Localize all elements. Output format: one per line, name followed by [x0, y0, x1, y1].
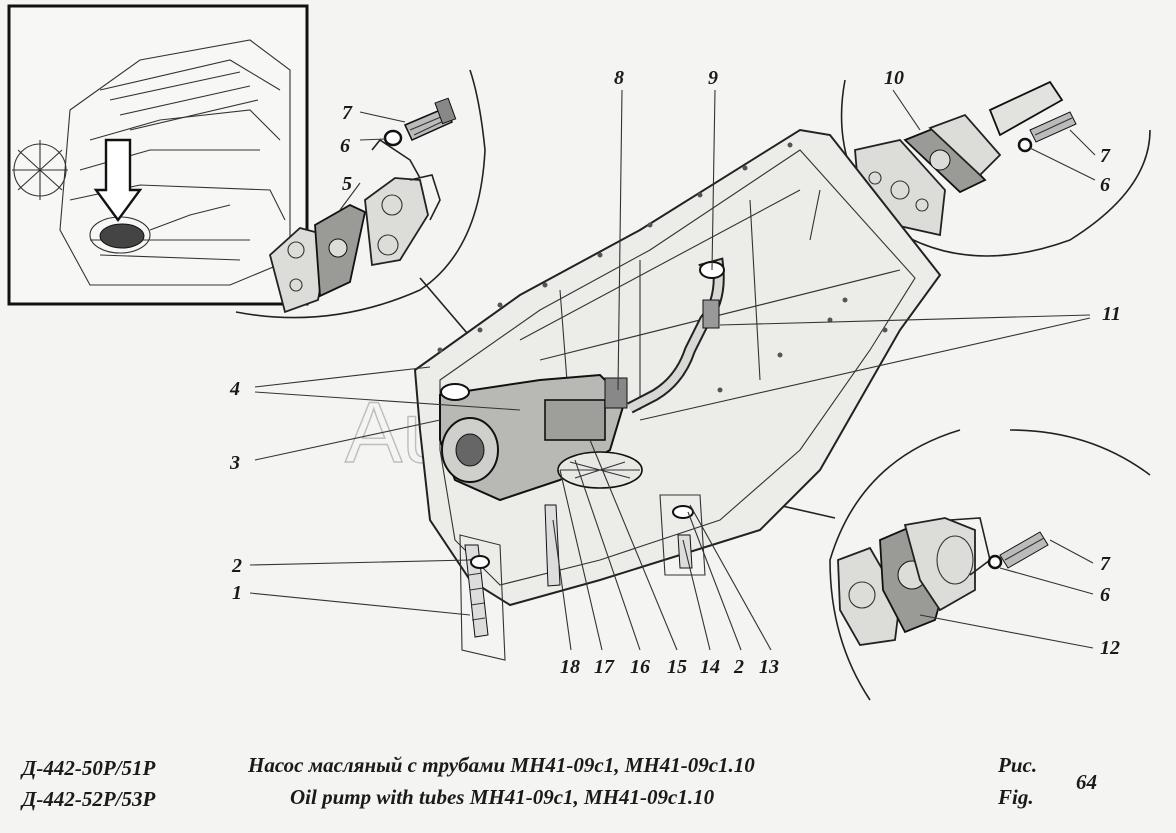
- callout-6-top-left: 6: [340, 135, 350, 157]
- oil-pump-assembly: [439, 257, 725, 661]
- detail-circle-top-right: [840, 79, 1151, 257]
- callout-3: 3: [229, 452, 240, 474]
- callout-12: 12: [1100, 637, 1120, 659]
- fig-label-en: Fig.: [998, 785, 1034, 809]
- callout-11: 11: [1102, 303, 1121, 325]
- leader-lines: [249, 89, 1091, 651]
- detail-circle-bottom-right: [689, 429, 1151, 701]
- callout-9: 9: [708, 67, 718, 89]
- callout-13: 13: [759, 656, 779, 678]
- model-line-1: Д-442-50Р/51Р: [22, 756, 156, 780]
- caption-title-ru: Насос масляный с трубами МН41-09с1, МН41…: [248, 753, 755, 777]
- callout-4: 4: [229, 378, 240, 400]
- callout-15: 15: [667, 656, 687, 678]
- arrow-down-icon: [93, 138, 143, 223]
- callout-2-right: 2: [733, 656, 744, 678]
- callout-16: 16: [630, 656, 650, 678]
- model-line-2: Д-442-52Р/53Р: [22, 787, 156, 811]
- detail-circle-top-left: [235, 69, 521, 396]
- callout-6-bottom-right: 6: [1100, 584, 1110, 606]
- callout-8: 8: [614, 67, 624, 89]
- callout-7-bottom-right: 7: [1100, 553, 1111, 575]
- callout-18: 18: [560, 656, 580, 678]
- callout-7-top-left: 7: [342, 102, 353, 124]
- engine-inset: [7, 4, 309, 306]
- callout-7-top-right: 7: [1100, 145, 1111, 167]
- fig-number: 64: [1076, 770, 1097, 794]
- callout-2-left: 2: [231, 555, 242, 577]
- callout-17: 17: [594, 656, 615, 678]
- callout-10: 10: [884, 67, 904, 89]
- callout-1: 1: [232, 582, 242, 604]
- fig-label-ru: Рис.: [998, 753, 1038, 777]
- callout-14: 14: [700, 656, 720, 678]
- caption-title-en: Oil pump with tubes МН41-09с1, МН41-09с1…: [290, 785, 715, 809]
- callout-6-top-right: 6: [1100, 174, 1110, 196]
- callout-5: 5: [342, 173, 352, 195]
